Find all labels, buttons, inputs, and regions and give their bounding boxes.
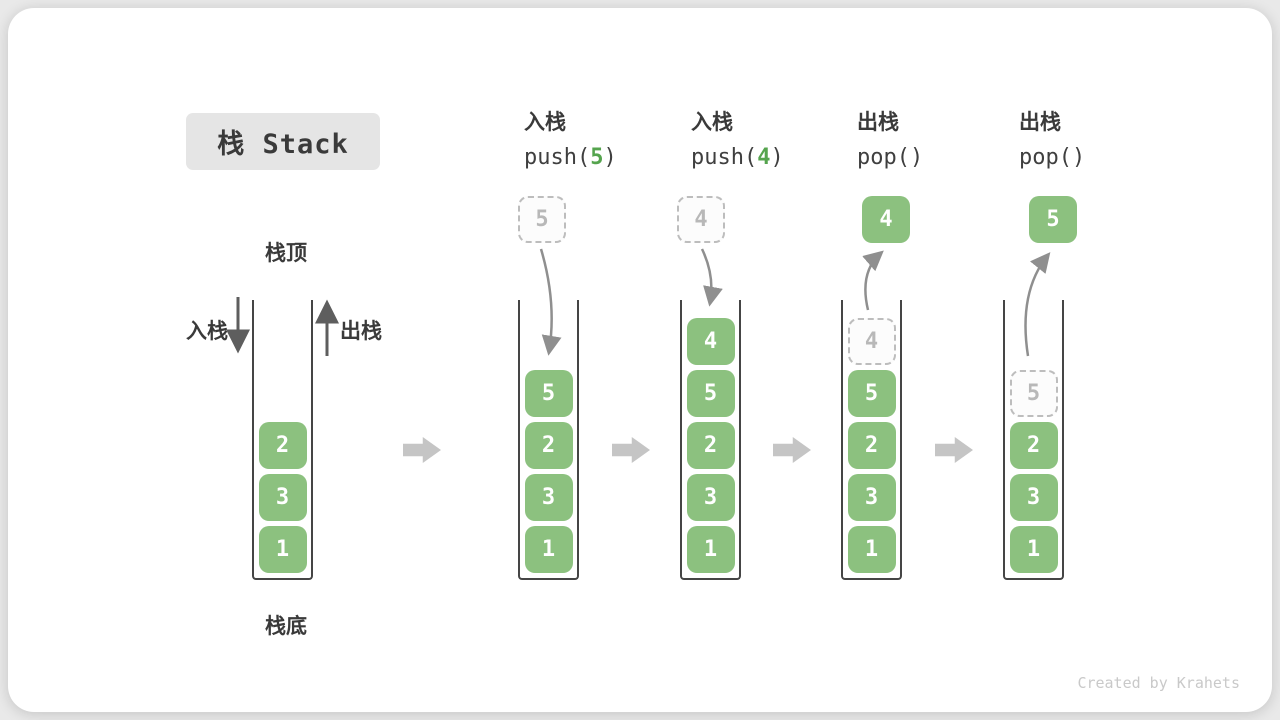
op-label: 入栈	[691, 111, 733, 134]
code-post: )	[770, 145, 784, 170]
floating-cell-push-4: 4	[677, 196, 725, 243]
stack-after-push5: 5 2 3 1	[518, 300, 579, 580]
code-arg: 4	[757, 145, 771, 170]
op-header-push-4: 入栈 push(4)	[691, 110, 851, 171]
stack-cell: 2	[847, 422, 896, 469]
diagram-card: 栈 Stack 入栈 push(5) 入栈 push(4) 出栈 pop() 出…	[8, 8, 1272, 712]
step-arrow-icon	[773, 437, 811, 463]
step-arrow-icon	[403, 437, 441, 463]
op-header-pop-4: 出栈 pop()	[857, 110, 1017, 171]
stack-cell: 1	[686, 526, 735, 573]
push-4-arrow-icon	[700, 248, 723, 307]
stack-after-push4: 4 5 2 3 1	[680, 300, 741, 580]
op-code: push(5)	[524, 145, 684, 171]
code-post: )	[1071, 145, 1086, 170]
stack-cell-ghost: 4	[847, 318, 896, 365]
code-pre: push(	[524, 145, 591, 170]
op-code: pop()	[1019, 145, 1179, 171]
op-code: pop()	[857, 145, 1017, 171]
stack-cell: 1	[1009, 526, 1058, 573]
stack-cell: 4	[686, 318, 735, 365]
code-post: )	[603, 145, 617, 170]
stack-cell: 3	[258, 474, 307, 521]
stack-cell-ghost: 5	[1009, 370, 1058, 417]
step-arrow-icon	[935, 437, 973, 463]
code-pre: pop(	[1019, 145, 1072, 170]
op-code: push(4)	[691, 145, 851, 171]
label-stack-bottom: 栈底	[265, 615, 307, 638]
step-arrow-icon	[612, 437, 650, 463]
stack-cell: 2	[686, 422, 735, 469]
title-badge: 栈 Stack	[186, 113, 380, 170]
op-header-push-5: 入栈 push(5)	[524, 110, 684, 171]
floating-cell-push-5: 5	[518, 196, 566, 243]
stack-cell: 3	[847, 474, 896, 521]
code-post: )	[909, 145, 924, 170]
stack-after-pop4: 4 5 2 3 1	[841, 300, 902, 580]
watermark: Created by Krahets	[1077, 674, 1240, 692]
op-label: 入栈	[524, 111, 566, 134]
stack-cell: 5	[847, 370, 896, 417]
label-push-side: 入栈	[186, 320, 228, 343]
label-stack-top: 栈顶	[265, 242, 307, 265]
op-label: 出栈	[1019, 111, 1061, 134]
op-label: 出栈	[857, 111, 899, 134]
stack-cell: 2	[524, 422, 573, 469]
title-text: 栈 Stack	[217, 129, 349, 160]
stack-after-pop5: 5 2 3 1	[1003, 300, 1064, 580]
floating-cell-popped-5: 5	[1029, 196, 1077, 243]
op-header-pop-5: 出栈 pop()	[1019, 110, 1179, 171]
label-pop-side: 出栈	[340, 320, 382, 343]
floating-cell-popped-4: 4	[862, 196, 910, 243]
stack-initial: 2 3 1	[252, 300, 313, 580]
stack-cell: 2	[258, 422, 307, 469]
stack-cell: 3	[1009, 474, 1058, 521]
code-pre: push(	[691, 145, 758, 170]
code-arg: 5	[590, 145, 604, 170]
stack-cell: 3	[686, 474, 735, 521]
stack-cell: 5	[686, 370, 735, 417]
stack-cell: 1	[524, 526, 573, 573]
stack-cell: 1	[258, 526, 307, 573]
stack-cell: 2	[1009, 422, 1058, 469]
stack-cell: 1	[847, 526, 896, 573]
stack-cell: 3	[524, 474, 573, 521]
stack-cell: 5	[524, 370, 573, 417]
code-pre: pop(	[857, 145, 910, 170]
